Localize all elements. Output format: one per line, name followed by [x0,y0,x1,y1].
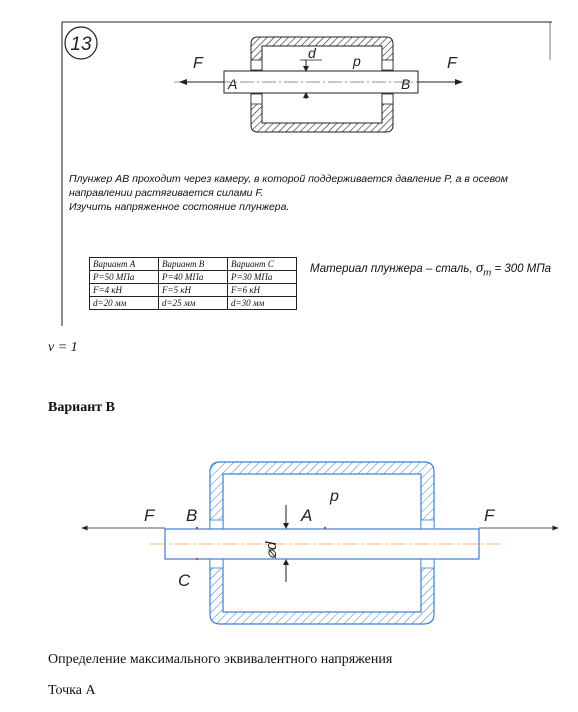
top-force-left-label: F [193,55,204,72]
variant-point-b-label: B [186,506,197,525]
problem-number: 13 [70,34,92,55]
table-row: Вариант A Вариант B Вариант C [89,257,297,271]
variant-diameter-label: ⌀d [263,541,280,559]
problem-text-line-3: Изучить напряженное состояние плунжера. [69,201,290,213]
poisson-ratio: ν = 1 [48,340,78,355]
table-cell: Вариант B [158,257,228,271]
table-cell: Вариант A [89,257,159,271]
top-chamber [174,36,463,133]
sigma-symbol: σ [475,260,484,276]
table-cell: F=4 кН [89,283,159,297]
variant-heading: Вариант В [48,400,115,415]
variant-point-c-label: C [178,571,191,590]
variant-force-left-label: F [144,506,156,525]
problem-frame [61,21,552,326]
problem-statement: Плунжер AB проходит через камеру, в кото… [69,172,549,214]
variant-force-right-label: F [484,506,496,525]
table-row: d=20 мм d=25 мм d=30 мм [89,296,297,310]
variant-point-a-label: A [300,506,312,525]
table-row: P=50 МПа P=40 МПа P=30 МПа [89,270,297,284]
top-point-a-label: A [227,76,237,92]
section-title: Определение максимального эквивалентного… [48,652,393,667]
table-cell: Вариант C [227,257,297,271]
problem-number-badge: 13 [64,26,98,60]
material-spec: Материал плунжера – сталь, σт = 300 МПа [310,260,551,278]
table-cell: F=5 кН [158,283,228,297]
table-cell: d=20 мм [89,296,159,310]
variant-chamber [81,461,559,625]
table-cell: P=30 МПа [227,270,297,284]
material-value: = 300 МПа [494,263,552,275]
table-cell: P=50 МПа [89,270,159,284]
variants-table: Вариант A Вариант B Вариант C P=50 МПа P… [89,257,297,310]
top-point-b-label: B [401,76,410,92]
table-cell: d=25 мм [158,296,228,310]
table-cell: d=30 мм [227,296,297,310]
table-row: F=4 кН F=5 кН F=6 кН [89,283,297,297]
top-pressure-label: p [352,53,361,69]
table-cell: P=40 МПа [158,270,228,284]
sigma-subscript: т [483,267,492,279]
problem-text-line-1: Плунжер AB проходит через камеру, в кото… [69,173,508,185]
point-title: Точка А [48,683,96,698]
top-force-right-label: F [447,55,458,72]
problem-text-line-2: направлении растягивается силами F. [69,187,264,199]
material-text: Материал плунжера – сталь, [310,263,473,275]
variant-pressure-label: p [329,488,339,505]
top-diameter-label: d [308,45,317,61]
table-cell: F=6 кН [227,283,297,297]
